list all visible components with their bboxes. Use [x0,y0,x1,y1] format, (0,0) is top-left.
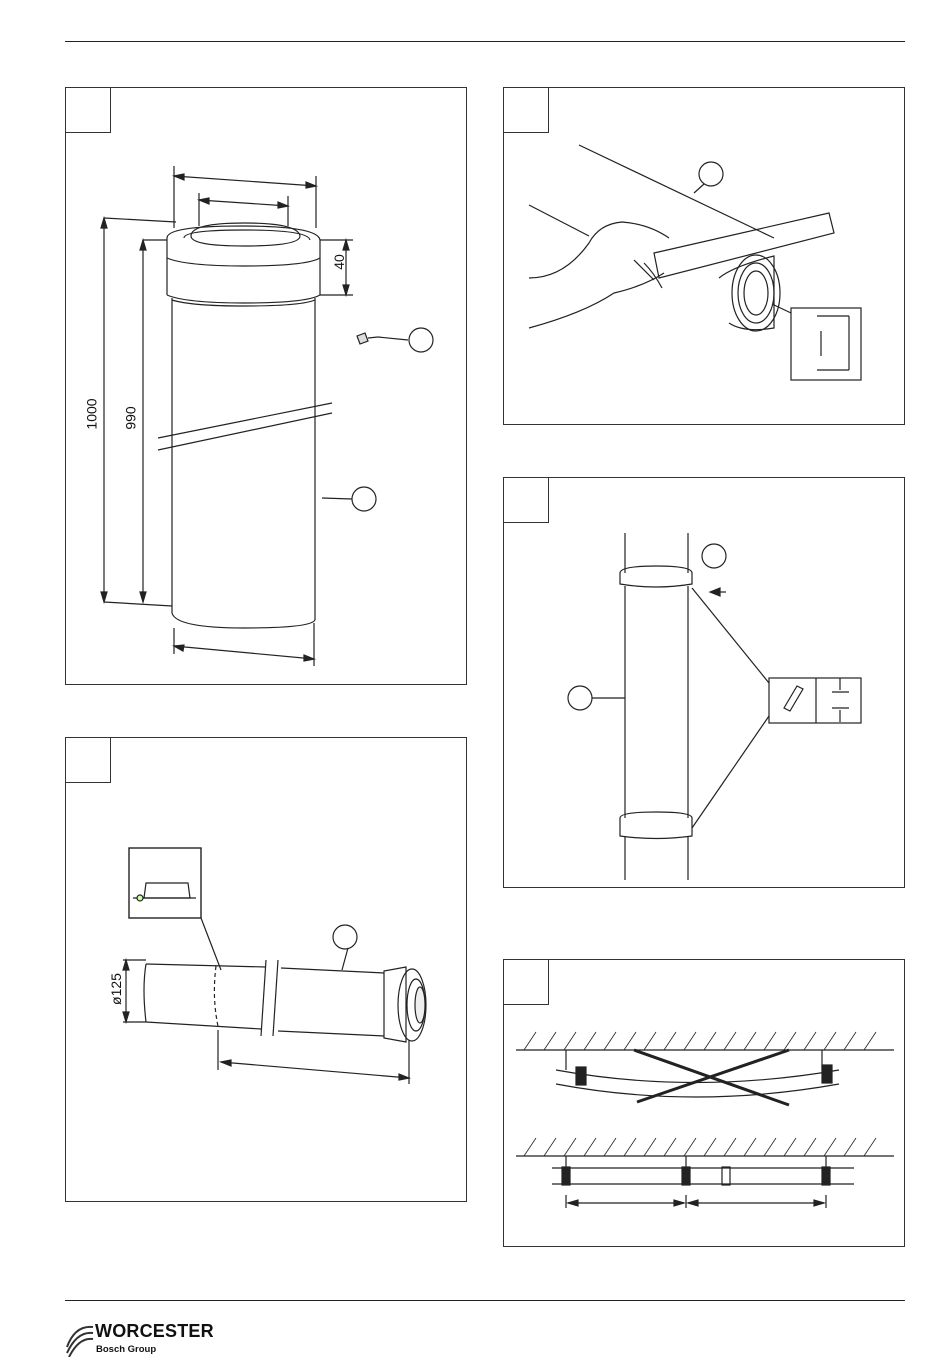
logo-wordmark: WORCESTER [95,1321,214,1342]
panel-pipe-cutting: ø125 [65,737,467,1202]
panel-pipe-assembly [503,477,905,888]
logo-subtitle: Bosch Group [96,1344,156,1355]
pipe-bracket-drawing [504,960,904,1246]
dimension-label-total-length: 1000 [84,398,100,429]
header-rule [65,41,905,42]
panel-pipe-dimensions: 1000 990 40 [65,87,467,685]
panel-pipe-deburring [503,87,905,425]
dimension-label-socket-depth: 40 [331,254,347,270]
worcester-logo: WORCESTER Bosch Group [65,1315,245,1360]
pipe-assembly-drawing [504,478,904,887]
dimension-label-pipe-length: 990 [123,406,139,429]
pipe-dimension-drawing [66,88,466,684]
dimension-label-diameter: ø125 [108,973,124,1005]
footer-rule [65,1300,905,1301]
pipe-cutting-drawing [66,738,466,1201]
worcester-swoosh-icon [65,1317,95,1357]
panel-pipe-brackets [503,959,905,1247]
pipe-deburring-drawing [504,88,904,424]
